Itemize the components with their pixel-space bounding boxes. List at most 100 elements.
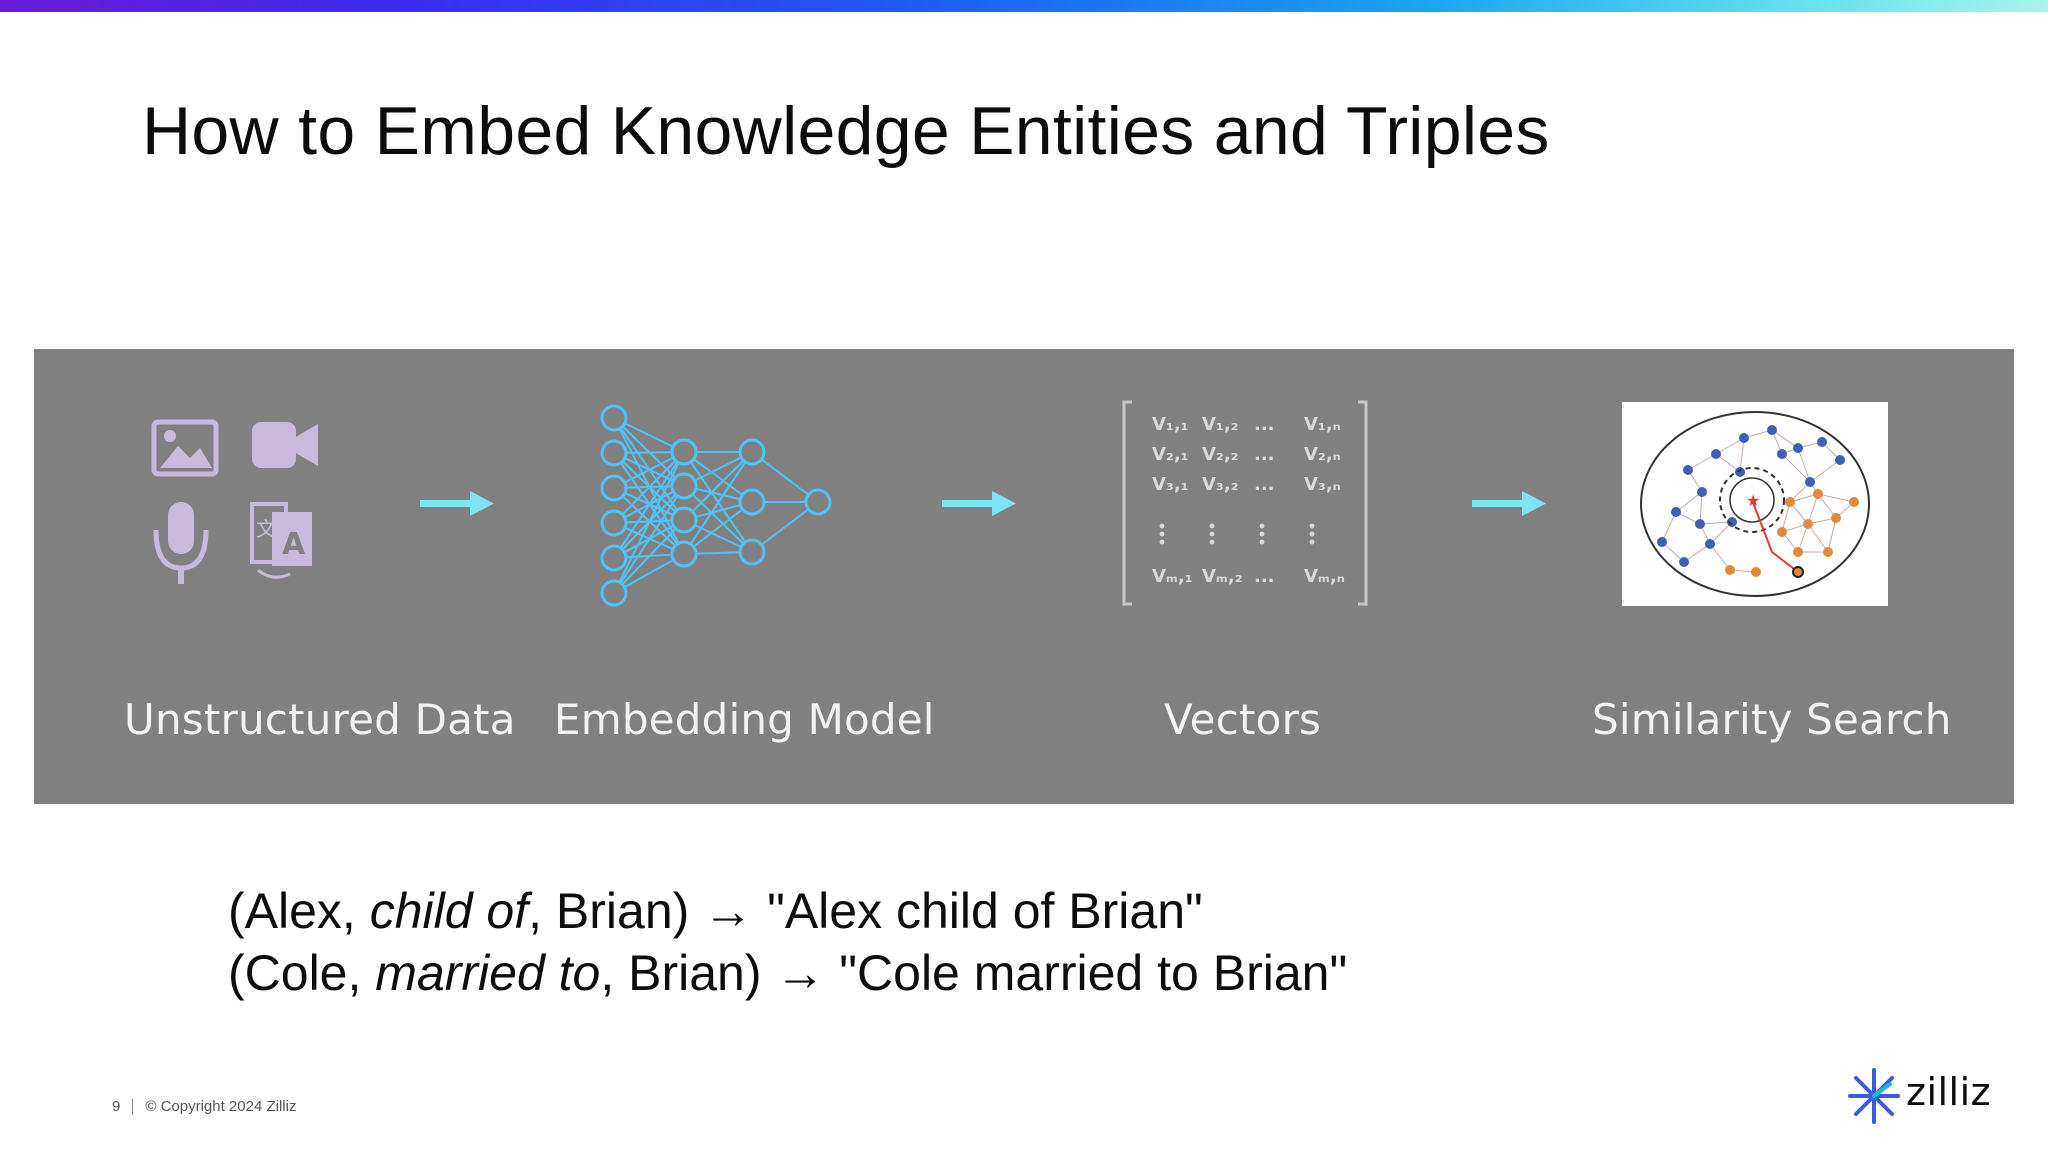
graph-edge: [1699, 521, 1733, 525]
matrix-cell: V₂,ₙ: [1304, 444, 1341, 465]
network-node: [600, 544, 628, 572]
graph-edge: [1781, 501, 1791, 533]
graph-node: [1785, 497, 1795, 507]
network-edge: [613, 519, 685, 594]
slide-title: How to Embed Knowledge Entities and Trip…: [142, 93, 1550, 169]
triple-examples: (Alex, child of, Brian) → "Alex child of…: [228, 880, 1347, 1004]
network-edge: [751, 501, 819, 553]
translate-icon: A 文: [250, 502, 312, 579]
graph-edge: [1709, 521, 1733, 545]
graph-edge: [1739, 437, 1745, 473]
triple-line: (Cole, married to, Brian) → "Cole marrie…: [228, 945, 1348, 1001]
graph-node: [1823, 547, 1833, 557]
svg-text:文: 文: [256, 517, 276, 541]
network-node: [738, 488, 766, 516]
graph-node: [1697, 487, 1707, 497]
network-node: [600, 439, 628, 467]
network-edge: [613, 485, 685, 594]
matrix-cell: V₃,₁: [1152, 474, 1189, 495]
graph-node: [1711, 449, 1721, 459]
zilliz-logo-icon: [1848, 1068, 1900, 1124]
network-edge: [683, 451, 753, 555]
network-edge: [613, 451, 685, 524]
matrix-cell: V₁,ₙ: [1304, 414, 1341, 435]
video-camera-icon: [252, 422, 318, 468]
slide-footer: 9 © Copyright 2024 Zilliz: [112, 1098, 297, 1116]
matrix-cell: ...: [1254, 444, 1275, 465]
vector-matrix: V₁,₁ V₁,₂ ... V₁,ₙ V₂,₁ V₂,₂ ... V₂,ₙ V₃…: [1122, 400, 1368, 606]
graph-edge: [1683, 543, 1711, 563]
graph-edge: [1771, 429, 1799, 449]
copyright-text: © Copyright 2024 Zilliz: [145, 1098, 297, 1115]
network-edge: [683, 485, 753, 553]
matrix-cell: ...: [1254, 414, 1275, 435]
page-number: 9: [112, 1098, 121, 1115]
graph-node: [1725, 565, 1735, 575]
stage-label-embedding-model: Embedding Model: [554, 695, 935, 744]
graph-node: [1657, 537, 1667, 547]
network-node: [670, 438, 698, 466]
matrix-cell: V₁,₂: [1202, 414, 1239, 435]
graph-node: [1849, 497, 1859, 507]
top-gradient-bar: [0, 0, 2048, 12]
stage-label-vectors: Vectors: [1164, 695, 1322, 744]
graph-node: [1705, 539, 1715, 549]
network-node: [804, 488, 832, 516]
graph-node: [1813, 489, 1823, 499]
graph-node: [1683, 465, 1693, 475]
network-node: [670, 506, 698, 534]
graph-node: [1817, 437, 1827, 447]
graph-edge: [1687, 453, 1717, 471]
network-edge: [613, 451, 685, 559]
network-node: [600, 509, 628, 537]
graph-edge: [1807, 523, 1829, 553]
network-node: [670, 540, 698, 568]
graph-node: [1831, 513, 1841, 523]
matrix-cell: V₃,₂: [1202, 474, 1239, 495]
network-edge: [683, 501, 753, 555]
graph-edge: [1661, 511, 1677, 543]
matrix-cell: ...: [1254, 474, 1275, 495]
stage-label-similarity-search: Similarity Search: [1592, 695, 1952, 744]
svg-text:A: A: [282, 527, 306, 562]
matrix-cell: V₂,₂: [1202, 444, 1239, 465]
graph-edge: [1817, 493, 1855, 503]
network-edge: [613, 451, 685, 594]
network-node: [738, 438, 766, 466]
graph-edge: [1797, 447, 1811, 483]
similarity-search-graph: ★: [1622, 402, 1888, 606]
graph-edge: [1827, 517, 1837, 553]
graph-edge: [1675, 491, 1703, 513]
vertical-ellipsis: [1159, 523, 1315, 545]
graph-edge: [1781, 453, 1811, 483]
zilliz-logo-text: zilliz: [1906, 1070, 1992, 1114]
network-edge: [683, 451, 753, 503]
triple-line: (Alex, child of, Brian) → "Alex child of…: [228, 883, 1203, 939]
graph-node: [1735, 467, 1745, 477]
arrow-icon: [942, 491, 1016, 516]
graph-edge: [1809, 459, 1841, 483]
graph-node: [1793, 547, 1803, 557]
graph-node: [1805, 477, 1815, 487]
network-edge: [751, 451, 819, 503]
footer-divider: [132, 1099, 134, 1116]
neural-network-icon: [600, 404, 832, 607]
graph-node: [1777, 449, 1787, 459]
relation-text: married to: [375, 945, 601, 1001]
network-node: [600, 579, 628, 607]
graph-edge: [1699, 491, 1703, 525]
unstructured-data-icons: A 文: [151, 419, 318, 584]
graph-node: [1803, 519, 1813, 529]
graph-node: [1767, 425, 1777, 435]
network-node: [600, 474, 628, 502]
arrow-icon: [420, 491, 494, 516]
matrix-cell: V₃,ₙ: [1304, 474, 1341, 495]
microphone-icon: [153, 502, 209, 584]
graph-node: [1695, 519, 1705, 529]
graph-edge: [1715, 437, 1745, 455]
graph-node: [1793, 443, 1803, 453]
graph-node: [1751, 567, 1761, 577]
matrix-cell: Vₘ,₁: [1152, 566, 1193, 587]
network-node: [600, 404, 628, 432]
graph-node: [1727, 517, 1737, 527]
